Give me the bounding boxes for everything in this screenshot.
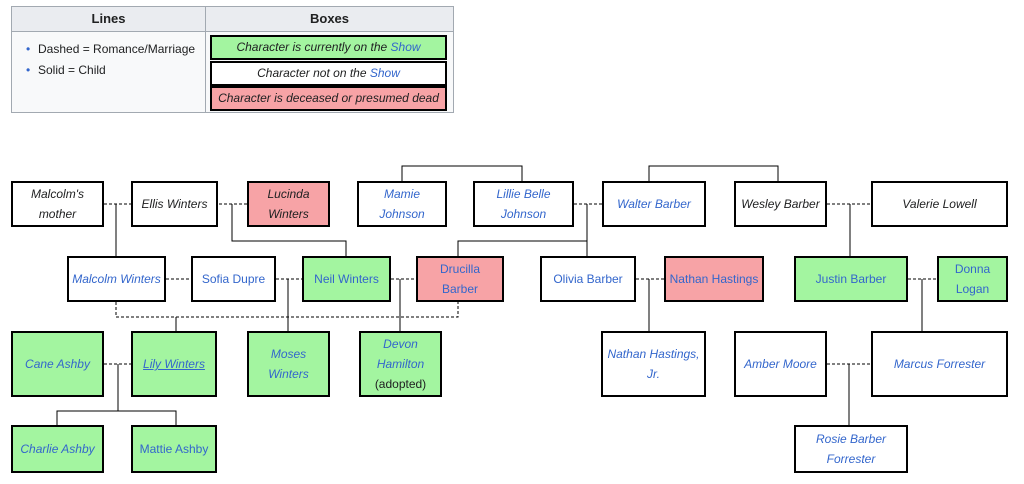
legend-box-not-on-show: Character not on the Show: [210, 61, 447, 86]
legend-table: Lines Boxes Dashed = Romance/Marriage So…: [11, 6, 454, 113]
node-mattie-ashby[interactable]: Mattie Ashby: [131, 425, 217, 473]
ashby-children-line: [56, 364, 177, 425]
node-amber-moore[interactable]: Amber Moore: [734, 331, 827, 397]
node-wesley-barber: Wesley Barber: [734, 181, 827, 227]
node-olivia-barber[interactable]: Olivia Barber: [540, 256, 636, 302]
node-lillie-belle-johnson[interactable]: Lillie Belle Johnson: [473, 181, 574, 227]
legend-box-deceased: Character is deceased or presumed dead: [210, 86, 447, 111]
legend-lines-list: Dashed = Romance/Marriage Solid = Child: [26, 39, 195, 81]
lily-winters-link[interactable]: Lily Winters: [143, 357, 205, 371]
child-lines: [56, 165, 923, 425]
node-ellis-winters: Ellis Winters: [131, 181, 218, 227]
legend-line-dashed: Dashed = Romance/Marriage: [26, 39, 195, 60]
node-devon-hamilton[interactable]: Devon Hamilton (adopted): [359, 331, 442, 397]
neil-child-line: [231, 204, 347, 256]
legend-lines-header: Lines: [12, 7, 205, 32]
romance-malcolm-drucilla: [115, 302, 459, 318]
legend-box-current: Character is currently on the Show: [210, 35, 447, 60]
barber-sibling-line: [648, 165, 779, 181]
legend-not-text: Character not on the: [257, 66, 370, 80]
node-nathan-hastings-jr[interactable]: Nathan Hastings, Jr.: [601, 331, 706, 397]
legend-boxes-header: Boxes: [206, 7, 453, 32]
node-nathan-hastings[interactable]: Nathan Hastings: [664, 256, 764, 302]
devon-adopted-note: (adopted): [374, 377, 427, 391]
drucilla-olivia-child-line: [457, 204, 588, 256]
node-rosie-barber-forrester[interactable]: Rosie Barber Forrester: [794, 425, 908, 473]
node-walter-barber[interactable]: Walter Barber: [602, 181, 706, 227]
legend-current-text: Character is currently on the: [236, 40, 391, 54]
node-moses-winters[interactable]: Moses Winters: [247, 331, 330, 397]
node-cane-ashby[interactable]: Cane Ashby: [11, 331, 104, 397]
node-lily-winters[interactable]: Lily Winters: [131, 331, 217, 397]
legend-divider: [205, 7, 206, 112]
node-sofia-dupre[interactable]: Sofia Dupre: [191, 256, 276, 302]
node-malcolms-mother: Malcolm's mother: [11, 181, 104, 227]
legend-not-show-link[interactable]: Show: [369, 66, 400, 80]
node-donna-logan[interactable]: Donna Logan: [937, 256, 1008, 302]
johnson-sibling-line: [401, 165, 523, 181]
legend-current-show-link[interactable]: Show: [390, 40, 421, 54]
node-lucinda-winters: Lucinda Winters: [247, 181, 330, 227]
node-justin-barber[interactable]: Justin Barber: [794, 256, 908, 302]
romance-lines: [104, 203, 937, 365]
node-marcus-forrester[interactable]: Marcus Forrester: [871, 331, 1008, 397]
node-mamie-johnson[interactable]: Mamie Johnson: [357, 181, 447, 227]
node-valerie-lowell: Valerie Lowell: [871, 181, 1008, 227]
legend-line-solid: Solid = Child: [26, 60, 195, 81]
node-charlie-ashby[interactable]: Charlie Ashby: [11, 425, 104, 473]
node-neil-winters[interactable]: Neil Winters: [302, 256, 391, 302]
node-drucilla-barber[interactable]: Drucilla Barber: [416, 256, 504, 302]
node-malcolm-winters[interactable]: Malcolm Winters: [67, 256, 166, 302]
devon-hamilton-name[interactable]: Devon Hamilton: [376, 337, 425, 371]
